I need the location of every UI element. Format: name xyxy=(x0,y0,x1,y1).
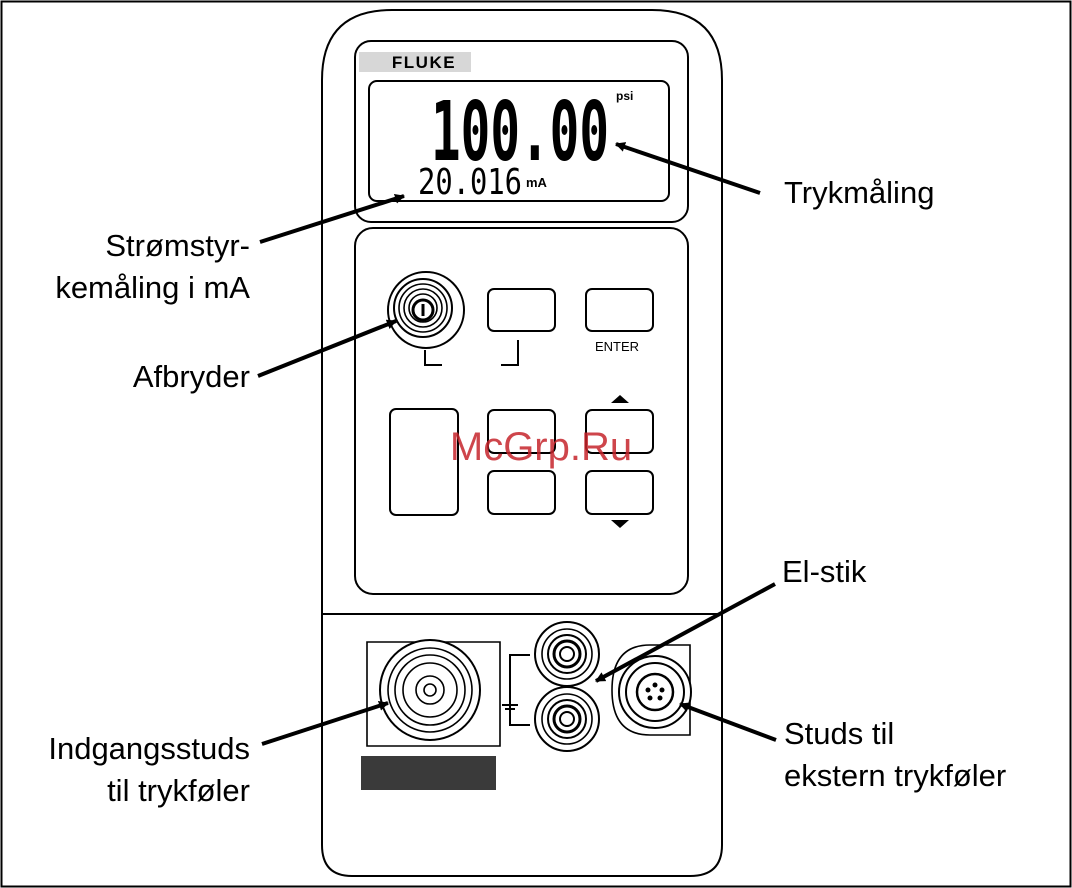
secondary-reading: 20.016 xyxy=(418,162,522,203)
pressure-input-port xyxy=(380,640,480,740)
jack-lower[interactable] xyxy=(535,687,599,751)
label-electrical: El-stik xyxy=(782,551,866,593)
label-plate xyxy=(361,756,496,790)
key-top-middle[interactable] xyxy=(488,289,555,331)
label-power-text: Afbryder xyxy=(133,359,250,394)
label-input: Indgangsstuds til trykføler xyxy=(10,728,250,812)
enter-key[interactable] xyxy=(586,289,653,331)
brand-logo-text: FLUKE xyxy=(392,53,456,72)
power-switch[interactable] xyxy=(388,272,464,348)
label-power: Afbryder xyxy=(20,356,250,398)
external-sensor-socket[interactable] xyxy=(619,656,691,728)
label-pressure-text: Trykmåling xyxy=(784,175,934,210)
label-input-line2: til trykføler xyxy=(10,770,250,812)
key-middle-lower[interactable] xyxy=(488,471,555,514)
jack-upper[interactable] xyxy=(535,622,599,686)
label-external-line1: Studs til xyxy=(784,713,1006,755)
primary-unit: psi xyxy=(616,89,633,103)
label-current-line2: kemåling i mA xyxy=(20,267,250,309)
key-tall-left[interactable] xyxy=(390,409,458,515)
label-pressure: Trykmåling xyxy=(784,172,934,214)
label-electrical-text: El-stik xyxy=(782,554,866,589)
watermark: McGrp.Ru xyxy=(450,425,632,469)
enter-label: ENTER xyxy=(595,339,639,354)
label-current-line1: Strømstyr- xyxy=(20,225,250,267)
label-current: Strømstyr- kemåling i mA xyxy=(20,225,250,309)
key-down[interactable] xyxy=(586,471,653,514)
secondary-unit: mA xyxy=(526,175,548,190)
label-external-line2: ekstern trykføler xyxy=(784,755,1006,797)
label-input-line1: Indgangsstuds xyxy=(10,728,250,770)
label-external: Studs til ekstern trykføler xyxy=(784,713,1006,797)
